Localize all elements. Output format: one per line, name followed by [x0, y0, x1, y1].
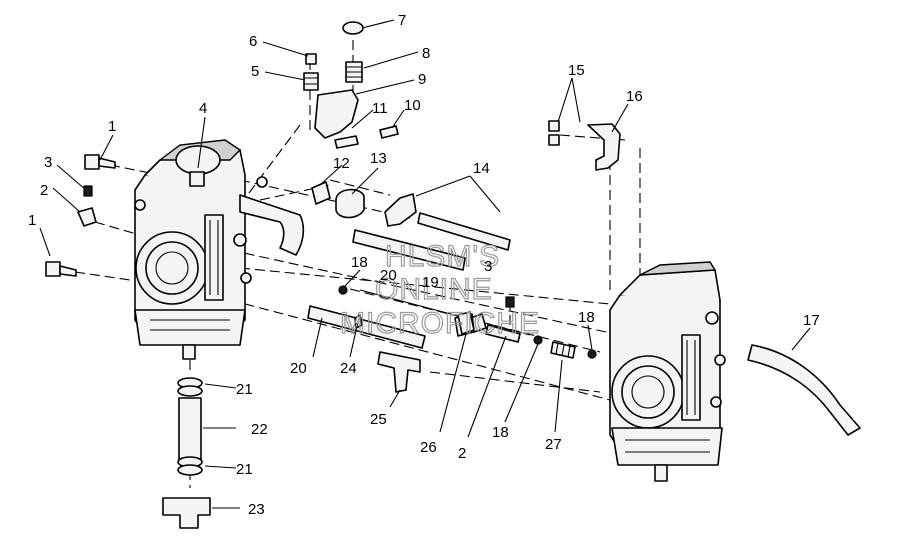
callout-23: 23 — [248, 501, 265, 518]
callout-20b: 20 — [290, 360, 307, 377]
callout-14: 14 — [473, 160, 490, 177]
callout-5: 5 — [251, 63, 259, 80]
watermark-line-1: HLSM'S — [385, 240, 500, 273]
callout-21b: 21 — [236, 461, 253, 478]
screw-1a — [84, 154, 116, 170]
callout-6: 6 — [249, 33, 257, 50]
callout-21a: 21 — [236, 381, 253, 398]
callout-3b: 3 — [484, 258, 492, 275]
right-carburetor — [609, 261, 726, 482]
fuel-line-17 — [747, 344, 861, 436]
assembly-lines — [74, 40, 641, 488]
callout-12: 12 — [333, 155, 350, 172]
shafts — [307, 212, 531, 349]
callout-18b: 18 — [578, 309, 595, 326]
callout-1a: 1 — [108, 118, 116, 135]
callout-17: 17 — [803, 312, 820, 329]
left-carburetor — [134, 139, 305, 360]
callout-18a: 18 — [351, 254, 368, 271]
callout-19: 19 — [422, 274, 439, 291]
callout-18c: 18 — [492, 424, 509, 441]
hardware — [45, 21, 621, 529]
callout-10: 10 — [404, 97, 421, 114]
callout-13: 13 — [370, 150, 387, 167]
callout-1b: 1 — [28, 212, 36, 229]
callout-9: 9 — [418, 71, 426, 88]
callout-labels: 1 1 2 2 3 3 4 5 6 7 8 9 10 11 12 13 14 1… — [28, 12, 820, 518]
callout-27: 27 — [545, 436, 562, 453]
callout-25: 25 — [370, 411, 387, 428]
callout-15: 15 — [568, 62, 585, 79]
screw-1b — [45, 261, 77, 277]
callout-22: 22 — [251, 421, 268, 438]
callout-4: 4 — [199, 100, 207, 117]
leader-lines — [39, 19, 811, 509]
callout-11: 11 — [372, 100, 388, 117]
callout-20a: 20 — [380, 267, 397, 284]
callout-26: 26 — [420, 439, 437, 456]
callout-24: 24 — [340, 360, 357, 377]
watermark-line-2: ONLINE — [375, 273, 493, 306]
watermark-line-3: MICROFICHE — [340, 307, 540, 340]
callout-8: 8 — [422, 45, 430, 62]
callout-2b: 2 — [458, 445, 466, 462]
watermark: HLSM'S ONLINE MICROFICHE — [339, 239, 540, 340]
callout-16: 16 — [626, 88, 643, 105]
callout-7: 7 — [398, 12, 406, 29]
callout-3a: 3 — [44, 154, 52, 171]
callout-2a: 2 — [40, 182, 48, 199]
